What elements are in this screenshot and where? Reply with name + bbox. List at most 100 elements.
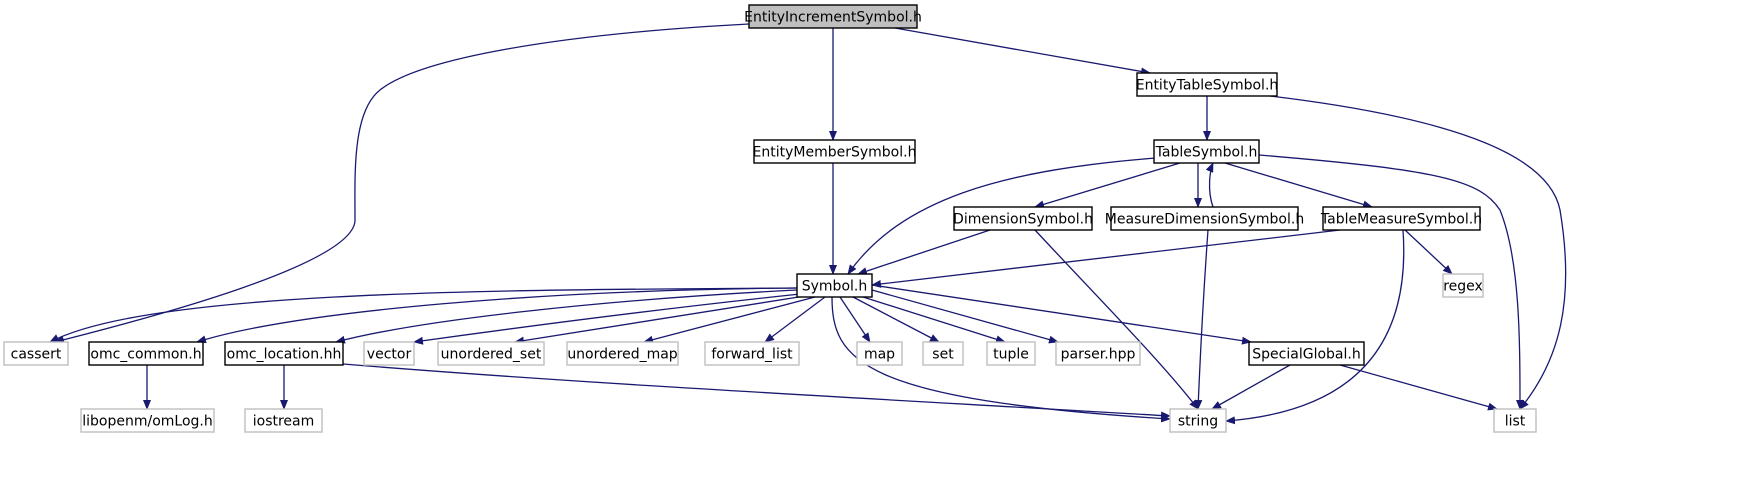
node-omc-location[interactable]: omc_location.hh [224,341,344,366]
nodes-layer: EntityIncrementSymbol.hEntityTableSymbol… [3,4,1537,433]
node-label: EntityIncrementSymbol.h [744,10,922,26]
node-box [1110,206,1299,231]
node-label: EntityTableSymbol.h [1136,78,1279,94]
node-box [3,341,69,366]
node-box [1153,139,1260,164]
edge-line [514,295,806,345]
node-libopenm: libopenm/omLog.h [80,408,215,433]
node-box [566,341,679,366]
node-label: TableMeasureSymbol.h [1320,212,1482,228]
node-box [80,408,215,433]
node-box [748,4,918,29]
node-omc-common[interactable]: omc_common.h [88,341,204,366]
edge-symbol-to-set [852,296,940,343]
node-symbol[interactable]: Symbol.h [796,273,873,298]
node-label: libopenm/omLog.h [82,414,213,430]
node-label: cassert [11,347,62,363]
node-label: omc_location.hh [227,347,342,363]
edge-symbol-to-parser [871,289,1059,344]
node-table[interactable]: TableSymbol.h [1153,139,1260,164]
node-box [244,408,323,433]
node-set: set [922,341,964,366]
node-label: tuple [993,347,1029,363]
node-iostream: iostream [244,408,323,433]
node-label: parser.hpp [1061,347,1136,363]
node-label: iostream [253,414,315,430]
node-label: TableSymbol.h [1155,145,1258,161]
edge-line [1224,162,1373,209]
node-label: unordered_set [441,347,542,363]
edge-line [196,287,798,344]
edge-line [1258,154,1524,410]
edge-line [342,363,1171,420]
node-root: EntityIncrementSymbol.h [744,4,922,29]
edge-line [862,296,1006,344]
edge-symbol-to-omc_location [335,289,798,344]
node-box [1493,408,1537,433]
node-label: Symbol.h [802,279,867,295]
edge-special_global-to-list [1339,364,1498,411]
node-label: map [864,347,895,363]
edge-line [871,284,1252,345]
edge-line [54,23,750,344]
edge-table_measure-to-symbol [871,229,1341,288]
edge-symbol-to-omc_common [196,287,798,344]
node-label: regex [1443,279,1483,295]
node-forward-list: forward_list [704,341,800,366]
edge-line [852,296,940,343]
edge-table-to-symbol [847,157,1157,275]
node-tuple: tuple [986,341,1036,366]
edge-table-to-dimension [1034,162,1181,209]
node-box [856,341,903,366]
node-box [753,139,916,164]
edge-line [335,289,798,344]
edge-measure_dim-to-table [1205,162,1214,208]
node-dimension[interactable]: DimensionSymbol.h [953,206,1093,231]
edge-line [49,287,798,343]
node-box [363,341,415,366]
node-measure-dim[interactable]: MeasureDimensionSymbol.h [1105,206,1304,231]
edge-line [871,229,1341,288]
node-box [704,341,800,366]
edge-line [857,229,991,275]
node-label: vector [367,347,412,363]
node-special-global[interactable]: SpecialGlobal.h [1248,341,1365,366]
node-box [224,341,344,366]
edge-symbol-to-tuple [862,296,1006,344]
edge-line [847,157,1157,275]
edge-line [413,293,801,345]
edge-table-to-table_measure [1224,162,1373,209]
node-label: SpecialGlobal.h [1252,347,1360,363]
node-box [1322,206,1481,231]
node-parser: parser.hpp [1055,341,1141,366]
node-list: list [1493,408,1537,433]
edge-entity_table-to-list [1269,95,1567,410]
edge-symbol-to-unordered_set [514,295,806,345]
node-table-measure[interactable]: TableMeasureSymbol.h [1320,206,1482,231]
edge-symbol-to-unordered_map [643,296,816,344]
node-box [953,206,1093,231]
edges-layer [49,23,1567,425]
edge-symbol-to-forward_list [764,296,826,343]
node-unordered-map: unordered_map [566,341,679,366]
edge-symbol-to-cassert [49,287,798,343]
edge-line [1269,95,1567,410]
node-entity-table[interactable]: EntityTableSymbol.h [1136,72,1279,97]
node-unordered-set: unordered_set [437,341,545,366]
edge-line [1404,229,1453,275]
node-map: map [856,341,903,366]
edge-line [1211,364,1291,410]
node-label: list [1505,414,1526,430]
node-box [922,341,964,366]
node-box [88,341,204,366]
node-entity-member[interactable]: EntityMemberSymbol.h [753,139,917,164]
edge-root-to-entity_table [894,27,1151,76]
node-label: omc_common.h [90,347,201,363]
node-box [1055,341,1141,366]
node-box [1248,341,1365,366]
node-string: string [1169,408,1227,433]
edge-symbol-to-map [839,296,871,343]
node-box [1136,72,1278,97]
edge-line [764,296,826,343]
node-box [796,273,873,298]
